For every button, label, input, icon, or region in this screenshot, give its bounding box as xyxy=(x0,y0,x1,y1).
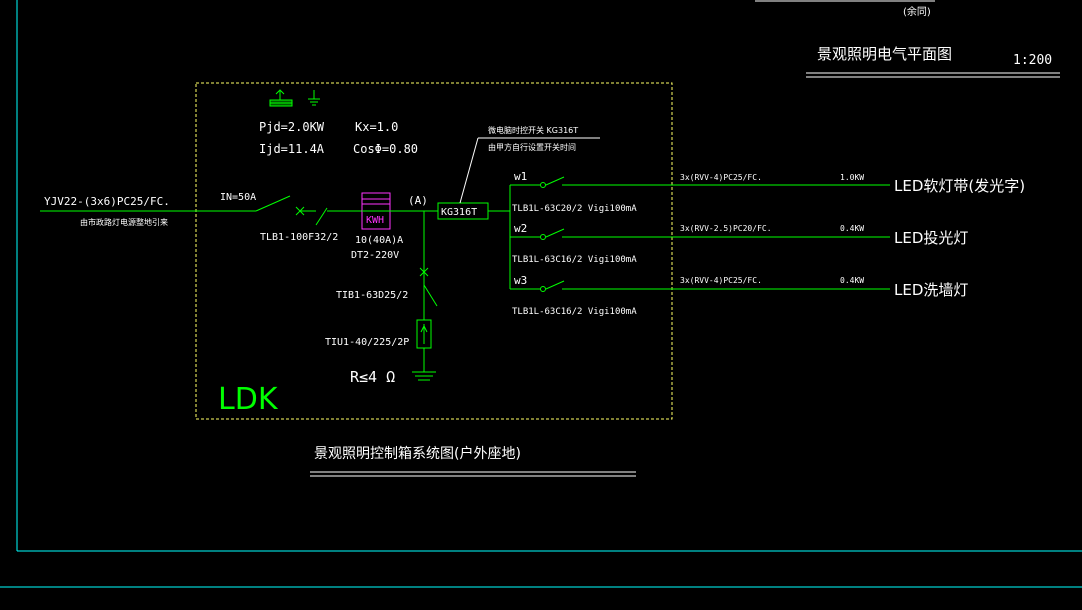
circuit-power: 0.4KW xyxy=(840,224,864,233)
bus-line xyxy=(390,210,438,320)
panel-border xyxy=(195,82,673,420)
surge-breaker-model: TIB1-63D25/2 xyxy=(336,290,408,301)
circuit-breaker: TLB1L-63C16/2 Vigi100mA xyxy=(512,307,637,317)
circuit-load: LED软灯带(发光字) xyxy=(894,177,1025,195)
circuit-load: LED投光灯 xyxy=(894,229,968,247)
circuit-cable: 3x(RVV-4)PC25/FC. xyxy=(680,173,762,182)
plan-title: 景观照明电气平面图 xyxy=(817,45,952,63)
panel-params: Pjd=2.0KW Ijd=11.4A Kx=1.0 CosΦ=0.80 xyxy=(259,89,418,156)
incoming-cable: YJV22-(3x6)PC25/FC. xyxy=(44,195,170,208)
circuit-power: 0.4KW xyxy=(840,276,864,285)
kwh-meter: KWH 10(40A)A DT2-220V xyxy=(351,192,403,261)
cos-value: CosΦ=0.80 xyxy=(353,142,418,156)
isolator xyxy=(315,207,362,226)
panel-name: LDK xyxy=(218,382,279,417)
circuit-id: w2 xyxy=(514,222,527,235)
incoming-feeder: YJV22-(3x6)PC25/FC. 由市政路灯电源整地引来 xyxy=(40,195,256,227)
ground-resistance: R≤4 Ω xyxy=(350,368,395,386)
circuit-cable: 3x(RVV-2.5)PC20/FC. xyxy=(680,224,772,233)
circuit-breaker: TLB1L-63C16/2 Vigi100mA xyxy=(512,255,637,265)
circuit-id: w1 xyxy=(514,170,527,183)
ground-icon xyxy=(308,90,320,106)
meter-spec: 10(40A)A xyxy=(355,235,403,246)
system-title-block: 景观照明控制箱系统图(户外座地) xyxy=(310,445,636,477)
plan-title-block: 景观照明电气平面图 1:200 xyxy=(806,45,1060,78)
controller-label: KG316T xyxy=(441,207,477,218)
incoming-note: 由市政路灯电源整地引来 xyxy=(80,217,168,227)
meter-label: KWH xyxy=(366,215,384,226)
plan-scale: 1:200 xyxy=(1013,53,1052,68)
controller-note-1: 微电脑时控开关 KG316T xyxy=(488,125,578,135)
circuit-cable: 3x(RVV-4)PC25/FC. xyxy=(680,276,762,285)
surge-branch xyxy=(412,267,438,381)
ijd-value: Ijd=11.4A xyxy=(259,142,325,156)
drawing-frame xyxy=(0,0,1082,588)
kx-value: Kx=1.0 xyxy=(355,120,398,134)
main-breaker: IN=50A TLB1-100F32/2 xyxy=(220,192,338,243)
circuit-w3: w3 TLB1L-63C16/2 Vigi100mA 3x(RVV-4)PC25… xyxy=(510,274,968,317)
circuit-power: 1.0KW xyxy=(840,173,864,182)
system-title: 景观照明控制箱系统图(户外座地) xyxy=(314,445,521,462)
circuit-w1: w1 TLB1L-63C20/2 Vigi100mA 3x(RVV-4)PC25… xyxy=(510,170,1025,214)
controller-note-2: 由甲方自行设置开关时间 xyxy=(488,142,576,152)
top-note: (余同) xyxy=(903,5,931,18)
surge-protector-model: TIU1-40/225/2P xyxy=(325,337,409,348)
phase-label: (A) xyxy=(408,194,428,207)
circuit-breaker: TLB1L-63C20/2 Vigi100mA xyxy=(512,204,637,214)
circuit-load: LED洗墙灯 xyxy=(894,281,968,299)
in-rating: IN=50A xyxy=(220,192,256,203)
pjd-value: Pjd=2.0KW xyxy=(259,120,325,134)
circuit-w2: w2 TLB1L-63C16/2 Vigi100mA 3x(RVV-2.5)PC… xyxy=(510,222,968,265)
main-breaker-model: TLB1-100F32/2 xyxy=(260,232,338,243)
circuit-id: w3 xyxy=(514,274,527,287)
meter-model: DT2-220V xyxy=(351,250,399,261)
surge-protector-icon xyxy=(269,89,293,107)
top-note-block: (余同) xyxy=(755,0,935,18)
